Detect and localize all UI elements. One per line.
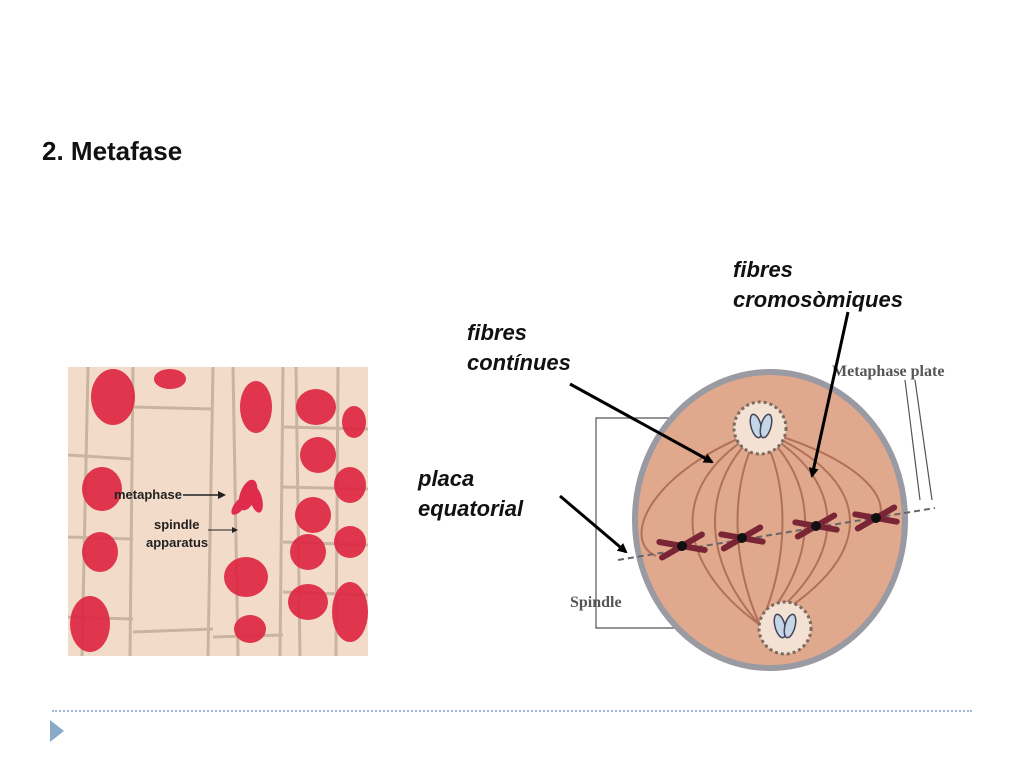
label-fibres-cromosomiques: fibres cromosòmiques — [733, 255, 903, 315]
micrograph-label-metaphase: metaphase — [114, 487, 182, 502]
slide-title: 2. Metafase — [42, 136, 183, 166]
micrograph-label-spindle-1: spindle — [154, 517, 200, 532]
label-placa-equatorial-line1: placa — [418, 466, 475, 491]
triangle-bullet-icon — [50, 720, 64, 742]
label-placa-equatorial: placa equatorial — [418, 464, 523, 524]
footer-divider — [52, 710, 972, 712]
label-fibres-continues-line1: fibres — [467, 320, 527, 345]
lower-centrosome — [757, 600, 813, 656]
label-fibres-cromosomiques-line2: cromosòmiques — [733, 287, 903, 312]
label-fibres-cromosomiques-line1: fibres — [733, 257, 793, 282]
diagram-label-metaphase-plate: Metaphase plate — [832, 363, 944, 380]
metaphase-diagram: Metaphase plate Spindle — [570, 363, 944, 671]
upper-centrosome — [732, 400, 788, 456]
micrograph-image: metaphase spindle apparatus — [68, 367, 368, 656]
chromosomes — [656, 504, 900, 561]
label-placa-equatorial-line2: equatorial — [418, 496, 524, 521]
micrograph-label-spindle-2: apparatus — [146, 535, 208, 550]
label-fibres-continues: fibres contínues — [467, 318, 571, 378]
diagram-label-spindle: Spindle — [570, 594, 622, 611]
label-fibres-continues-line2: contínues — [467, 350, 571, 375]
